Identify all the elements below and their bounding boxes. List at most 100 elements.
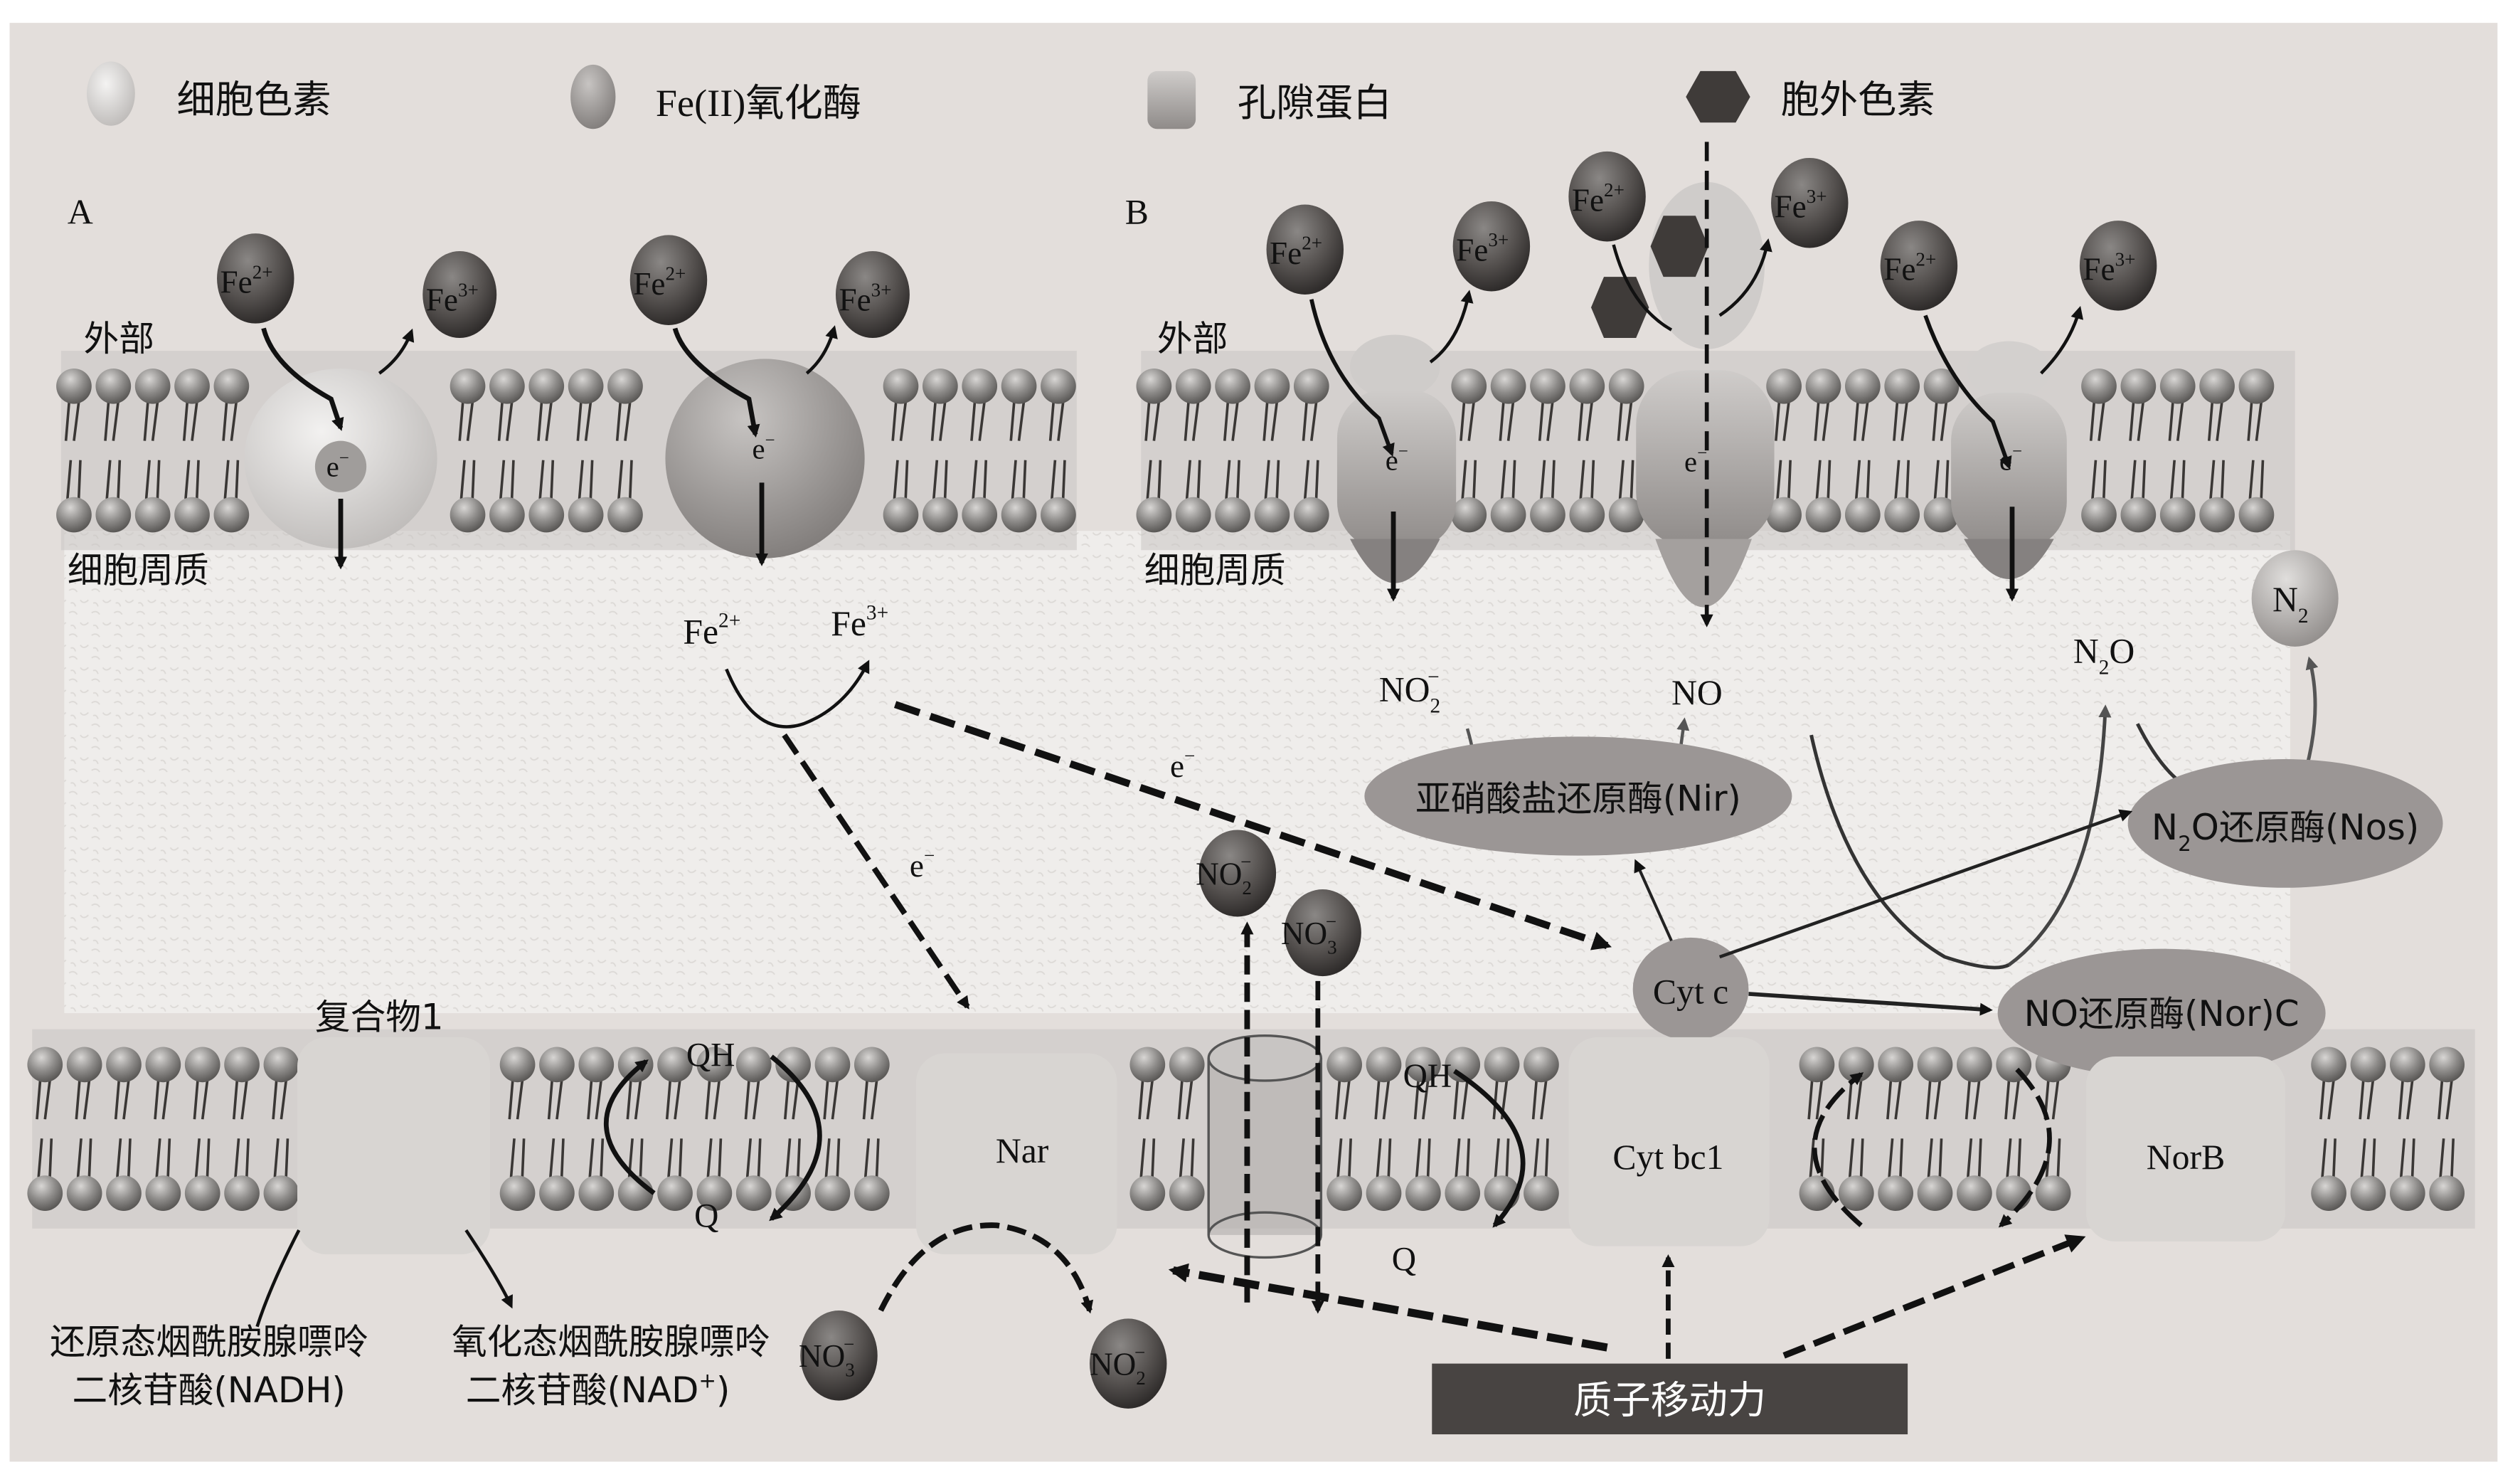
lipid-tail: [232, 1080, 250, 1177]
nad-label-line1: 氧化态烟酰胺腺嘌呤: [452, 1321, 770, 1362]
lipid-tail: [1144, 402, 1162, 499]
qh-label: QH: [686, 1037, 735, 1074]
lipid-tail: [626, 1080, 644, 1177]
lipid-head: [1041, 497, 1076, 533]
lipid-tail: [970, 402, 988, 499]
lipid-head: [1957, 1047, 1992, 1083]
lipid-head: [2389, 1047, 2425, 1083]
lipid-tail: [1531, 1080, 1549, 1177]
lipid-tail: [547, 1080, 565, 1177]
lipid-tail: [2398, 1080, 2415, 1177]
lipid-head: [2429, 1047, 2465, 1083]
lipid-tail: [2207, 402, 2225, 499]
lipid-tail: [75, 1080, 92, 1177]
qh-label: QH: [1403, 1058, 1452, 1095]
nitrite-ion: NO2−: [1196, 830, 1277, 917]
lipid-head: [499, 1047, 536, 1083]
lipid-head: [1878, 1175, 1914, 1211]
lipid-head: [1445, 1047, 1481, 1083]
lipid-head: [696, 1175, 733, 1211]
lipid-head: [2350, 1047, 2386, 1083]
lipid-head: [814, 1175, 851, 1211]
lipid-head: [145, 1047, 181, 1083]
norb-label: NorB: [2147, 1138, 2225, 1177]
lipid-head: [450, 497, 486, 533]
lipid-head: [56, 497, 92, 533]
cyt-bc1-protein: [1568, 1037, 1770, 1246]
fe2-fe3-curve-arrow: [725, 660, 870, 729]
q-label: Q: [1392, 1241, 1416, 1278]
lipid-tail: [2247, 402, 2265, 499]
nad-arrow: [464, 1229, 513, 1309]
lipid-tail: [576, 402, 594, 499]
lipid-tail: [1775, 402, 1792, 499]
lipid-head: [1327, 1175, 1362, 1211]
lipid-head: [1293, 368, 1329, 404]
electron-to-nar-arrow: [782, 733, 970, 1010]
lipid-head: [1766, 368, 1802, 404]
lipid-head: [1923, 497, 1960, 533]
lipid-tail: [104, 402, 122, 499]
electron-label: e−: [326, 448, 349, 482]
lipid-tail: [1492, 1080, 1510, 1177]
norb-protein: [2085, 1057, 2286, 1241]
lipid-tail: [1617, 402, 1634, 499]
lipid-head: [2120, 368, 2157, 404]
svg-text:Fe3+: Fe3+: [426, 279, 479, 317]
extracellular-pigment-icon: [1650, 216, 1708, 277]
lipid-head: [568, 368, 604, 404]
lipid-head: [922, 497, 958, 533]
lipid-head: [1254, 368, 1290, 404]
lipid-head: [1957, 1175, 1992, 1211]
lipid-head: [607, 368, 643, 404]
lipid-head: [1215, 497, 1250, 533]
lipid-tail: [2129, 402, 2147, 499]
fe2-ion: Fe2+: [629, 235, 708, 325]
periplasm-label: 细胞周质: [68, 549, 209, 591]
fe2-label: Fe2+: [683, 610, 740, 652]
svg-text:亚硝酸盐还原酶(Nir): 亚硝酸盐还原酶(Nir): [1415, 778, 1741, 819]
lipid-head: [883, 368, 919, 404]
panel-a: A 外部 细胞周质 e− e− Fe2+ Fe3+ Fe2+ Fe3+: [68, 193, 910, 591]
lipid-head: [1878, 1047, 1914, 1083]
lipid-head: [499, 1175, 536, 1211]
lipid-tail: [193, 1080, 211, 1177]
lipid-tail: [587, 1080, 605, 1177]
legend-label: 细胞色素: [177, 78, 331, 122]
pmf-to-porin-arrow: [1168, 1263, 1608, 1352]
fe3-ion: Fe3+: [2079, 221, 2157, 311]
lipid-tail: [1048, 402, 1066, 499]
fe2-to-protein-arrow: [1923, 314, 2012, 470]
lipid-tail: [1009, 402, 1027, 499]
lipid-head: [263, 1175, 299, 1211]
lipid-head: [1608, 497, 1644, 533]
lipid-head: [2081, 497, 2117, 533]
lipid-head: [1445, 1175, 1481, 1211]
lipid-head: [539, 1047, 575, 1083]
lipid-head: [1136, 497, 1172, 533]
cytoplasm: 还原态烟酰胺腺嘌呤 二核苷酸(NADH) 氧化态烟酰胺腺嘌呤 二核苷酸(NAD+…: [50, 1222, 2086, 1435]
svg-text:NO2−: NO2−: [1196, 852, 1252, 899]
lipid-head: [263, 1047, 299, 1083]
lipid-tail: [537, 402, 555, 499]
nadh-label-line2: 二核苷酸(NADH): [73, 1370, 346, 1411]
lipid-head: [66, 1175, 102, 1211]
lipid-head: [2389, 1175, 2425, 1211]
lipid-head: [1608, 368, 1644, 404]
lipid-tail: [1814, 402, 1831, 499]
nir-enzyme: 亚硝酸盐还原酶(Nir): [1364, 736, 1792, 856]
fe2-to-protein-arrow: [1309, 299, 1395, 457]
lipid-tail: [1499, 402, 1516, 499]
lipid-head: [1405, 1175, 1441, 1211]
lipid-head: [1996, 1175, 2032, 1211]
svg-text:Cyt c: Cyt c: [1653, 972, 1728, 1011]
outer-membrane-a: [56, 351, 1077, 551]
electron-label: e−: [1170, 746, 1195, 784]
lipid-tail: [143, 402, 161, 499]
lipid-tail: [823, 1080, 841, 1177]
nor-to-n2o-arrow: [2007, 704, 2112, 967]
nitrate-reduction-arrow: [878, 1222, 1094, 1314]
lipid-head: [106, 1175, 142, 1211]
n2-molecule: N2: [2251, 550, 2339, 647]
